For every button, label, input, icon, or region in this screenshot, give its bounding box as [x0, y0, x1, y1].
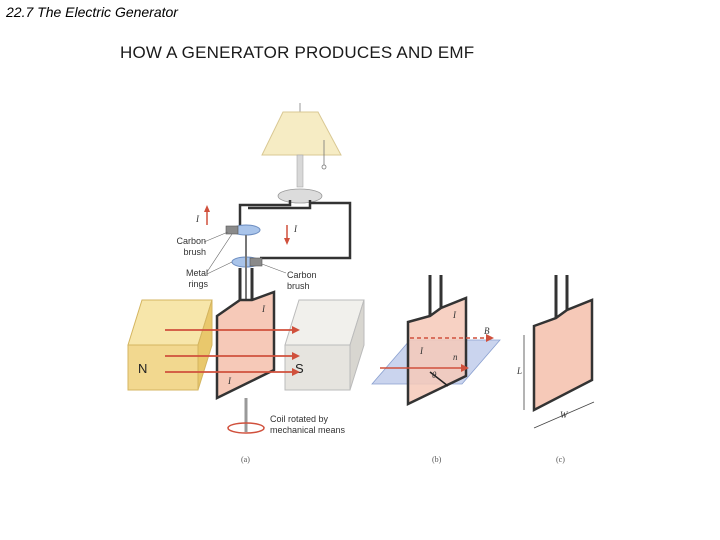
metal-rings-label: Metal rings: [185, 268, 208, 289]
magnet-north: N: [127, 299, 213, 391]
leader-lines: [203, 231, 287, 275]
rotation-arrow: [227, 422, 265, 434]
lamp: [261, 103, 342, 204]
svg-text:I: I: [293, 224, 298, 234]
svg-text:I: I: [419, 346, 424, 356]
field-arrows: [165, 326, 300, 376]
svg-text:θ: θ: [432, 370, 437, 380]
south-pole-label: S: [295, 361, 304, 376]
svg-text:L: L: [516, 366, 522, 376]
coil-rotated-label: Coil rotated by mechanical means: [270, 414, 346, 435]
coil-c: L W: [516, 275, 595, 429]
current-arrows-top: I I: [195, 205, 298, 245]
svg-text:I: I: [452, 310, 457, 320]
carbon-brush-label-bottom: Carbon brush: [287, 270, 317, 291]
svg-text:I: I: [227, 376, 232, 386]
svg-text:W: W: [560, 410, 569, 420]
north-pole-label: N: [138, 361, 147, 376]
lamp-stem: [296, 154, 304, 188]
svg-text:I: I: [261, 304, 266, 314]
lamp-base: [277, 188, 323, 204]
svg-text:n: n: [453, 352, 458, 362]
svg-text:I: I: [195, 214, 200, 224]
panel-label-b: (b): [432, 455, 442, 464]
coil-b: B n θ I I: [371, 275, 501, 406]
panel-label-a: (a): [241, 455, 250, 464]
slide-title: HOW A GENERATOR PRODUCES AND EMF: [120, 43, 475, 62]
lamp-shade: [261, 111, 342, 156]
lamp-wires: [238, 200, 352, 260]
section-heading: 22.7 The Electric Generator: [6, 4, 178, 20]
carbon-brush-label-top-html: Carbon brush: [176, 236, 206, 257]
magnet-south: S: [284, 299, 365, 391]
svg-text:B: B: [484, 326, 490, 336]
panel-label-c: (c): [556, 455, 565, 464]
